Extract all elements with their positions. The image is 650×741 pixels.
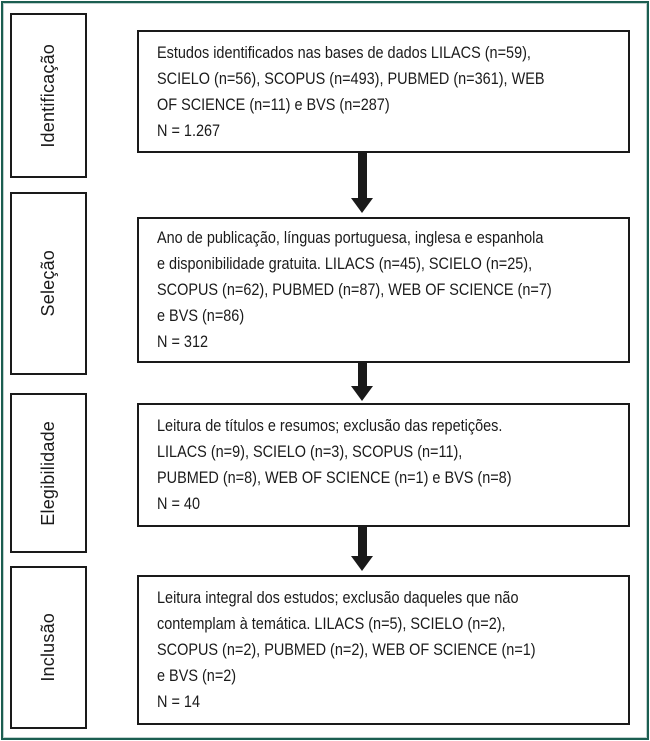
arrow-shaft [357,527,367,556]
flow-box-inner: Ano de publicação, línguas portuguesa, i… [157,225,608,355]
flow-box-total: N = 312 [157,332,209,351]
down-arrow-2 [351,363,373,401]
stage-label-box-selecao: Seleção [10,192,87,375]
arrow-head-icon [351,198,373,213]
flow-box-inner: Leitura integral dos estudos; exclusão d… [157,585,608,715]
flow-box-text: Leitura integral dos estudos; exclusão d… [157,588,536,685]
arrow-head-icon [351,386,373,401]
stage-label-box-identificacao: Identificação [10,13,87,178]
stage-label: Seleção [38,250,58,317]
flow-box-total: N = 1.267 [157,120,221,140]
arrow-shaft [357,153,367,198]
flow-box-total: N = 14 [157,692,200,711]
stage-label: Identificação [38,43,58,148]
down-arrow-1 [351,153,373,213]
flow-box-elegibilidade: Leitura de títulos e resumos; exclusão d… [137,403,630,527]
stage-label-box-inclusao: Inclusão [10,566,87,729]
flow-box-total: N = 40 [157,494,200,513]
arrow-shaft [357,363,367,386]
stage-label-box-elegibilidade: Elegibilidade [10,393,87,553]
flow-box-inclusao: Leitura integral dos estudos; exclusão d… [137,575,630,725]
stage-label: Inclusão [38,613,58,682]
flow-box-selecao: Ano de publicação, línguas portuguesa, i… [137,217,630,363]
flow-box-text: Leitura de títulos e resumos; exclusão d… [157,416,512,487]
flow-box-inner: Leitura de títulos e resumos; exclusão d… [157,413,608,517]
stage-label: Elegibilidade [38,420,58,526]
arrow-head-icon [351,556,373,571]
flow-box-text: Estudos identificados nas bases de dados… [157,42,545,114]
flow-box-inner: Estudos identificados nas bases de dados… [157,40,608,144]
flow-box-text: Ano de publicação, línguas portuguesa, i… [157,228,552,325]
flow-box-identificacao: Estudos identificados nas bases de dados… [137,30,630,153]
down-arrow-3 [351,527,373,571]
